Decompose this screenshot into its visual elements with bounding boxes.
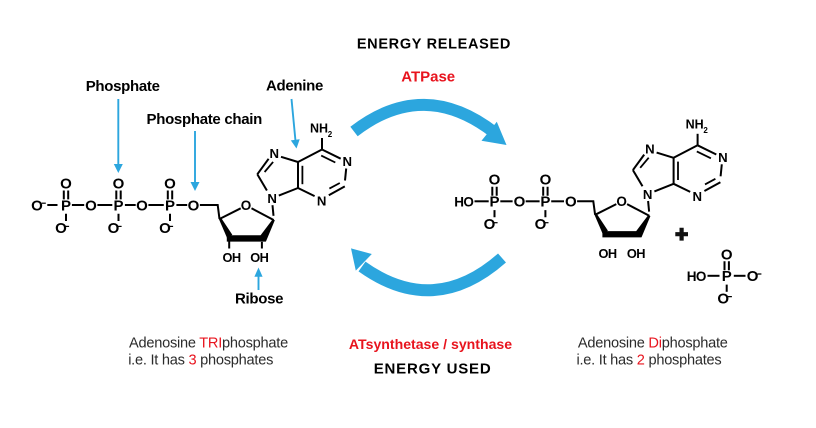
svg-text:O: O	[747, 268, 759, 285]
svg-text:HO: HO	[454, 195, 473, 210]
svg-text:P: P	[722, 268, 732, 285]
svg-text:OH: OH	[627, 246, 645, 261]
svg-text:O: O	[188, 197, 200, 214]
svg-text:O: O	[717, 291, 729, 308]
svg-text:O: O	[31, 197, 43, 214]
svg-text:ATPase: ATPase	[401, 69, 455, 86]
svg-text:ATsynthetase / synthase: ATsynthetase / synthase	[349, 336, 512, 352]
svg-text:ENERGY RELEASED: ENERGY RELEASED	[357, 36, 511, 52]
svg-text:O: O	[85, 197, 97, 214]
svg-text:i.e. It has 3 phosphates: i.e. It has 3 phosphates	[128, 352, 273, 368]
svg-text:Ribose: Ribose	[235, 290, 283, 307]
svg-text:OH: OH	[250, 250, 268, 265]
svg-text:Phosphate: Phosphate	[86, 78, 160, 95]
svg-text:O: O	[136, 197, 148, 214]
svg-text:O: O	[721, 247, 733, 264]
svg-text:O: O	[565, 194, 577, 211]
svg-text:Adenine: Adenine	[266, 77, 323, 94]
svg-text:Adenosine Diphosphate: Adenosine Diphosphate	[578, 335, 728, 351]
svg-text:i.e. It has 2 phosphates: i.e. It has 2 phosphates	[577, 352, 722, 368]
svg-text:OH: OH	[223, 250, 241, 265]
svg-text:O: O	[514, 194, 526, 211]
svg-text:HO: HO	[687, 269, 706, 284]
svg-text:ENERGY USED: ENERGY USED	[374, 361, 492, 378]
svg-text:OH: OH	[599, 246, 617, 261]
svg-text:Phosphate chain: Phosphate chain	[147, 111, 263, 128]
svg-text:Adenosine TRIphosphate: Adenosine TRIphosphate	[129, 335, 288, 351]
